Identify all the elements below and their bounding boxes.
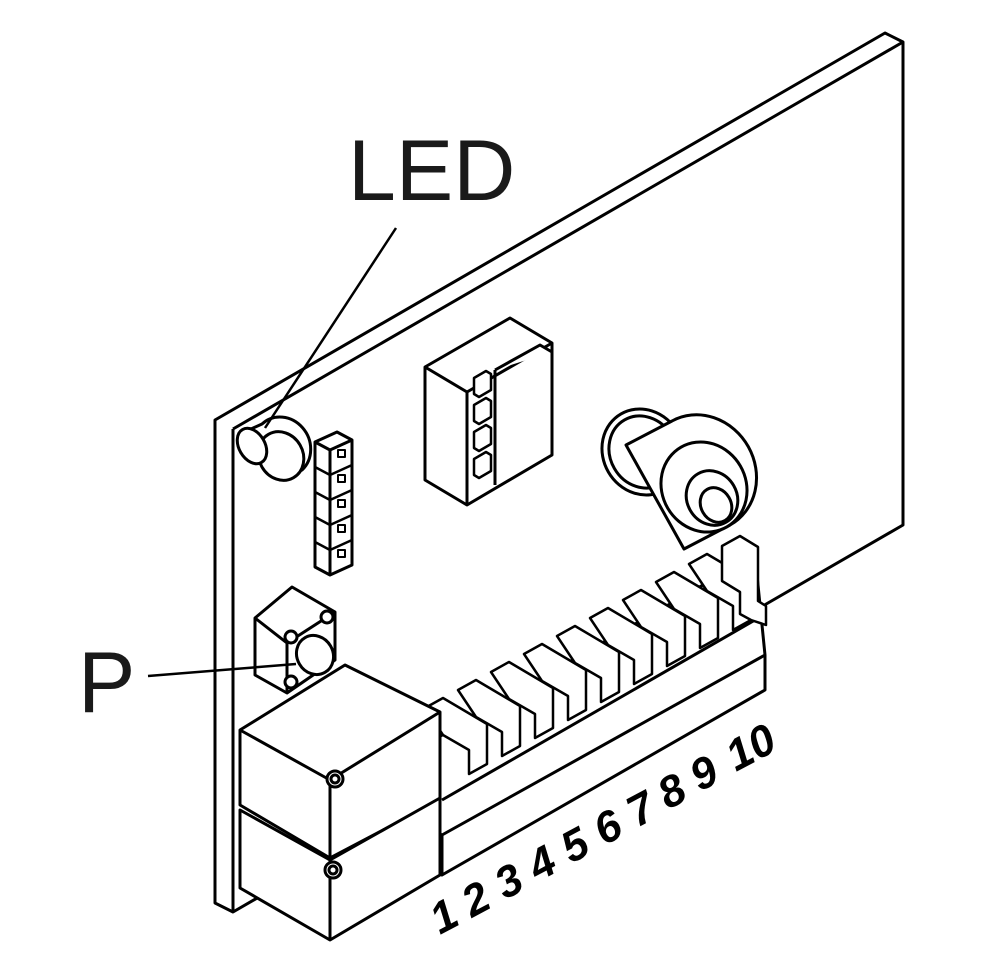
- capacitor: [600, 407, 759, 551]
- terminal-number-6: 6: [586, 800, 631, 855]
- terminal-number-9: 9: [682, 746, 727, 801]
- terminal-number-10: 10: [718, 714, 785, 780]
- terminal-clamps: [423, 534, 768, 776]
- led-label: LED: [348, 123, 515, 219]
- terminal-number-4: 4: [519, 836, 565, 891]
- trimmer-block: [423, 316, 554, 507]
- led-leader-line: [263, 227, 398, 429]
- relay-top: [238, 663, 442, 860]
- terminal-number-1: 1: [422, 889, 467, 944]
- terminal-block: [423, 534, 768, 877]
- terminal-number-3: 3: [487, 854, 532, 909]
- pin-header: [313, 430, 354, 577]
- button-label: P: [78, 635, 135, 731]
- terminal-number-8: 8: [650, 764, 695, 819]
- terminal-number-5: 5: [553, 818, 598, 873]
- relay-bottom: [238, 796, 442, 942]
- terminal-number-2: 2: [453, 872, 499, 927]
- button-leader-line: [147, 662, 297, 678]
